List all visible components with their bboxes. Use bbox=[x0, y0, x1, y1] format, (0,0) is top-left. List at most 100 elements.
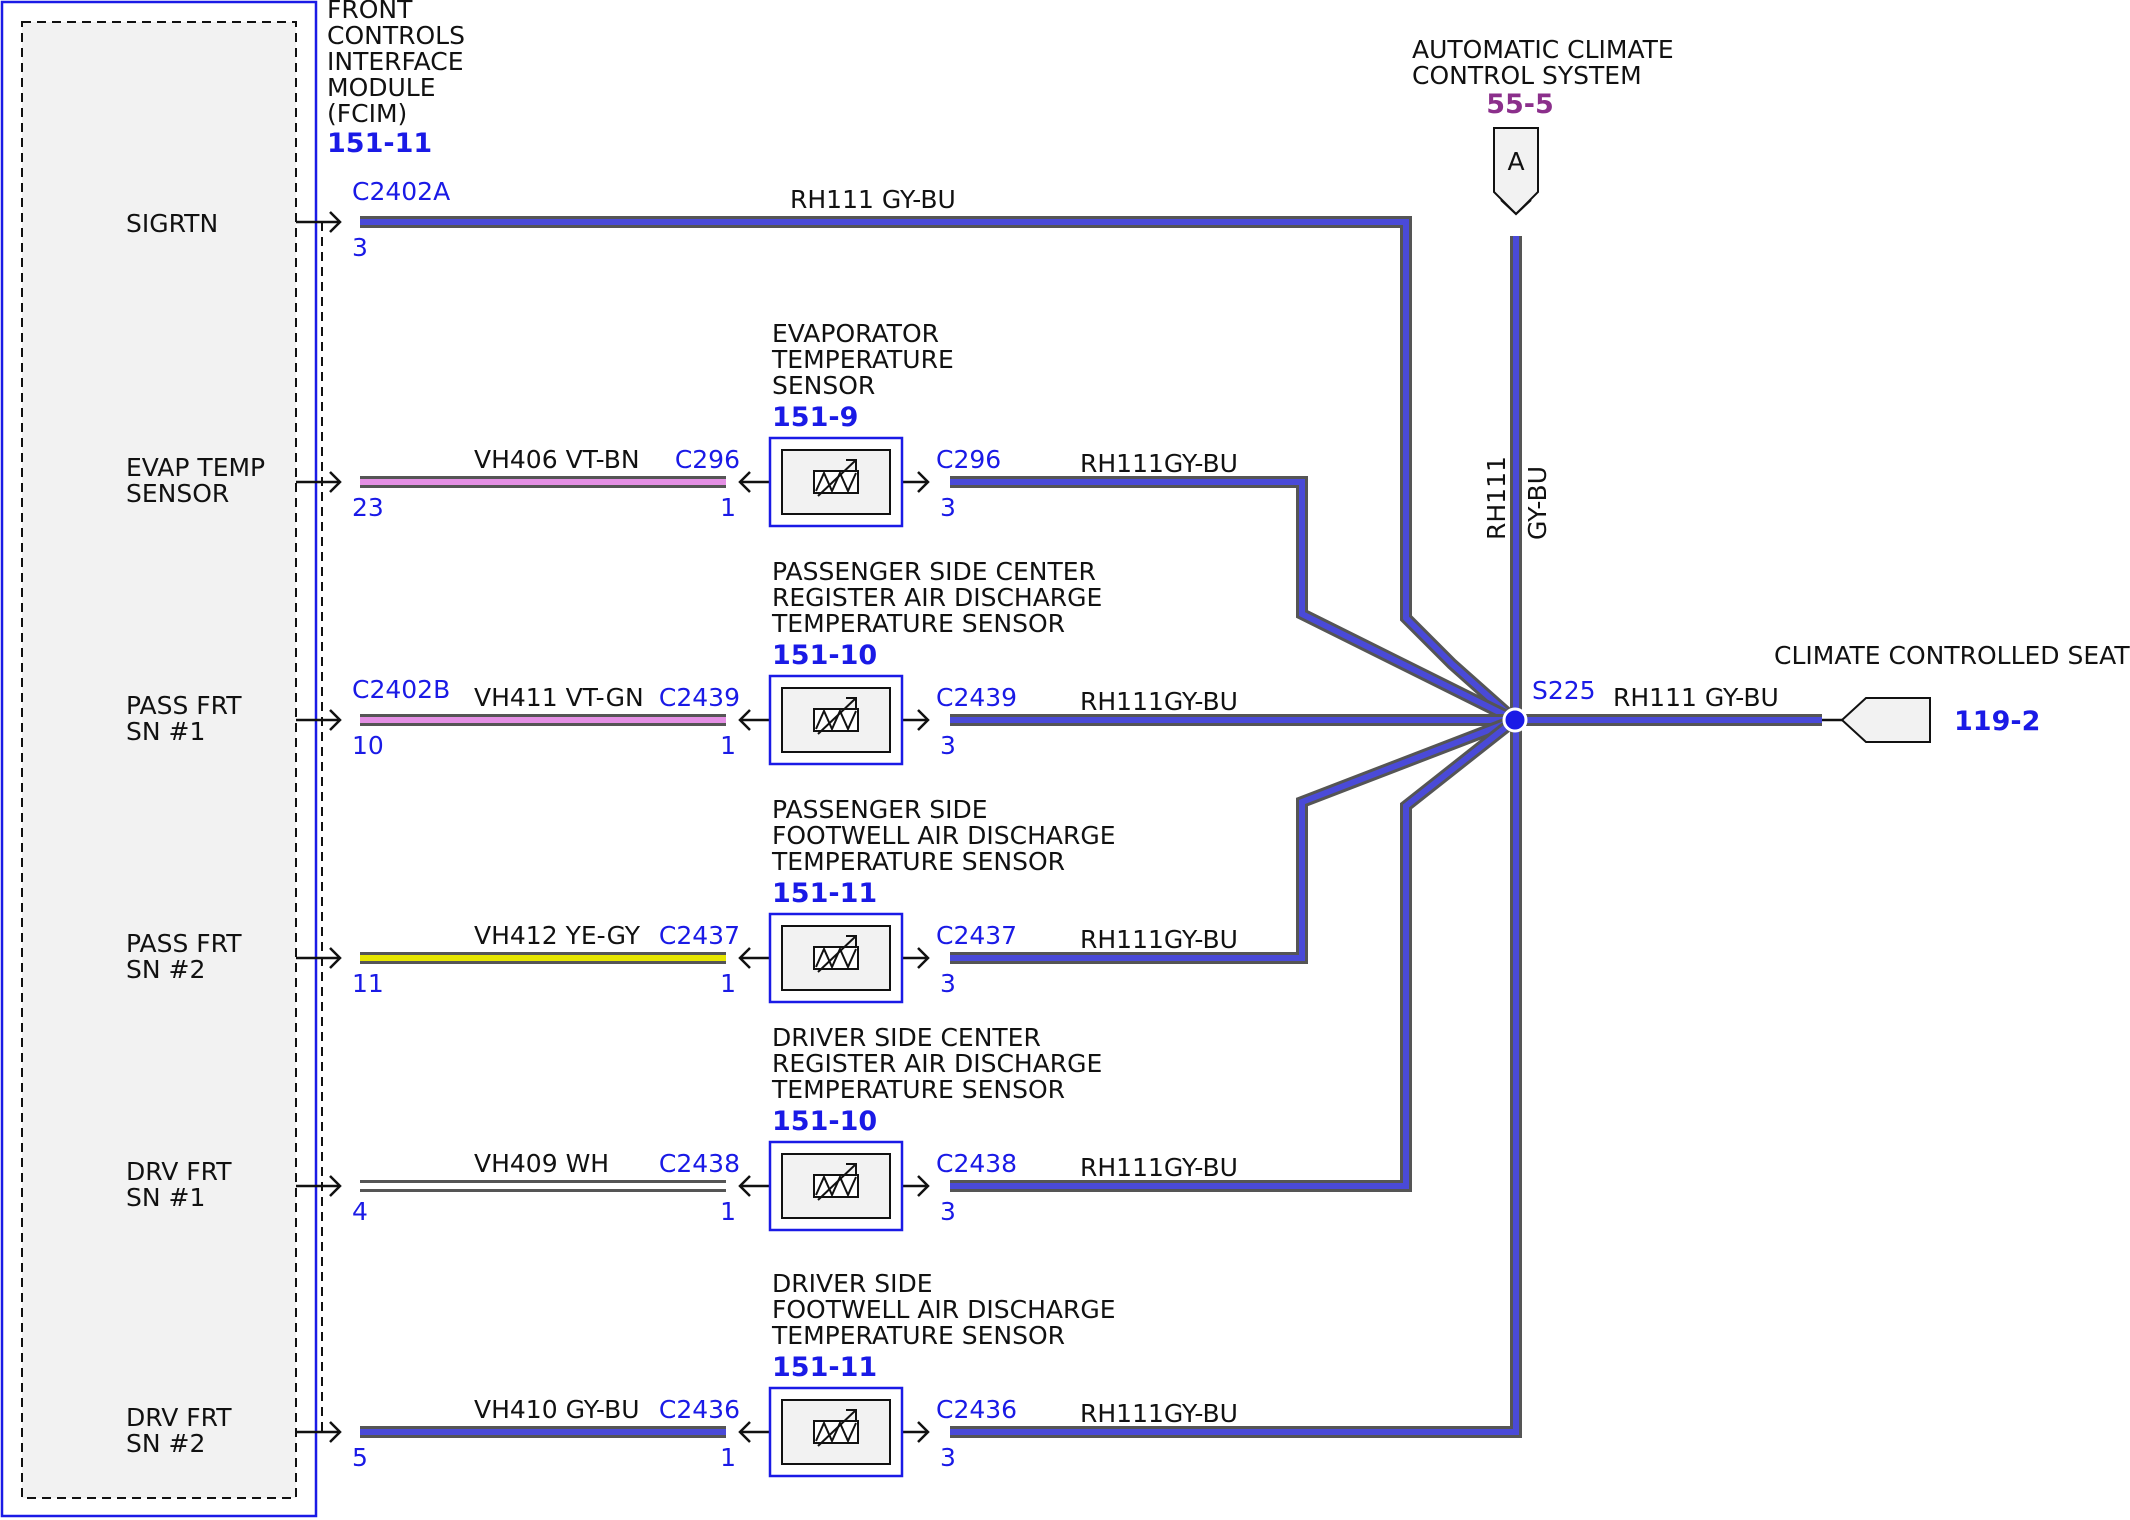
return-circuit: RH111GY-BU bbox=[1080, 687, 1238, 716]
text-line: TEMPERATURE bbox=[771, 345, 954, 374]
variable-arrowhead-icon bbox=[846, 1163, 857, 1174]
sensor-pin-out: 3 bbox=[940, 731, 956, 760]
sensor-pin-in: 1 bbox=[720, 731, 736, 760]
sensor-body bbox=[781, 687, 891, 753]
wire-return-1 bbox=[950, 476, 1518, 726]
variable-arrow-icon bbox=[817, 697, 857, 735]
pin-arrow bbox=[329, 211, 342, 233]
climate-system-ref: 55-5 bbox=[1486, 89, 1554, 120]
sensor-outline bbox=[768, 674, 904, 766]
sensor-ref: 151-9 bbox=[772, 402, 858, 433]
wire-return-1-core bbox=[950, 479, 1517, 723]
variable-arrowhead-icon bbox=[846, 935, 857, 946]
splice-out-circuit: RH111 GY-BU bbox=[1613, 683, 1779, 712]
text-line: PASSENGER SIDE bbox=[772, 795, 988, 824]
splice-node bbox=[1502, 707, 1528, 733]
sigrtn-connector: C2402A bbox=[352, 177, 450, 206]
left-connector: C2402B bbox=[352, 675, 450, 704]
signal-circuit: VH411 VT-GN bbox=[474, 683, 644, 712]
sensor-out-arrow bbox=[917, 947, 930, 969]
signal-circuit: VH412 YE-GY bbox=[474, 921, 641, 950]
variable-arrowhead-icon bbox=[846, 1409, 857, 1420]
fcim-module-ref: 151-11 bbox=[327, 128, 432, 159]
text-line: (FCIM) bbox=[327, 99, 407, 128]
wire-sigrtn-core bbox=[360, 219, 1517, 723]
text-line: CONTROLS bbox=[327, 21, 465, 50]
variable-arrow-icon bbox=[817, 1409, 857, 1447]
pin-arrow bbox=[329, 1175, 342, 1197]
left-pin: 4 bbox=[352, 1197, 368, 1226]
return-circuit: RH111GY-BU bbox=[1080, 925, 1238, 954]
thermistor-zigzag bbox=[815, 1420, 857, 1444]
sensor-outline bbox=[768, 1140, 904, 1232]
variable-arrow-icon bbox=[817, 935, 857, 973]
sensor-out-arrow bbox=[917, 1421, 930, 1443]
thermistor-zigzag bbox=[815, 470, 857, 494]
sensor-connector-out: C2439 bbox=[936, 683, 1017, 712]
sensor-1 bbox=[768, 436, 904, 528]
sensor-out-arrow bbox=[917, 1175, 930, 1197]
seats-title: CLIMATE CONTROLLED SEATS bbox=[1774, 641, 2130, 670]
sensor-3 bbox=[768, 912, 904, 1004]
text-line: EVAP TEMP bbox=[126, 453, 265, 482]
fcim-pin-label: SIGRTN bbox=[126, 209, 218, 238]
pin-arrow bbox=[329, 471, 342, 493]
splice-name: S225 bbox=[1532, 676, 1596, 705]
sensor-ref: 151-10 bbox=[772, 1106, 877, 1137]
sensor-connector-in: C2438 bbox=[659, 1149, 740, 1178]
wire-return-4-core bbox=[950, 717, 1517, 1189]
climate-system-connector-letter: A bbox=[1507, 147, 1524, 176]
sensor-outline bbox=[768, 912, 904, 1004]
pin-arrow bbox=[329, 709, 342, 731]
wire-return-3-core bbox=[950, 717, 1517, 961]
text-line: FOOTWELL AIR DISCHARGE bbox=[772, 1295, 1116, 1324]
thermistor-zigzag bbox=[815, 708, 857, 732]
sensor-pin-out: 3 bbox=[940, 969, 956, 998]
text-line: SENSOR bbox=[772, 371, 875, 400]
sensor-pin-out: 3 bbox=[940, 1443, 956, 1472]
left-pin: 11 bbox=[352, 969, 384, 998]
text-line: TEMPERATURE SENSOR bbox=[771, 1321, 1065, 1350]
sensor-out-arrow bbox=[917, 471, 930, 493]
sensor-connector-in: C2439 bbox=[659, 683, 740, 712]
variable-arrowhead-icon bbox=[846, 697, 857, 708]
sensor-pin-in: 1 bbox=[720, 493, 736, 522]
text-line: SN #1 bbox=[126, 717, 205, 746]
sensor-pin-out: 3 bbox=[940, 1197, 956, 1226]
text-line: TEMPERATURE SENSOR bbox=[771, 847, 1065, 876]
sensor-pin-in: 1 bbox=[720, 1197, 736, 1226]
sensor-connector-in: C2437 bbox=[659, 921, 740, 950]
signal-circuit: VH406 VT-BN bbox=[474, 445, 640, 474]
sensor-connector-out: C296 bbox=[936, 445, 1001, 474]
text-line: DRIVER SIDE CENTER bbox=[772, 1023, 1041, 1052]
wire-climate-vertical bbox=[950, 236, 1522, 1438]
sigrtn-pin: 3 bbox=[352, 233, 368, 262]
sensor-5 bbox=[768, 1386, 904, 1478]
return-circuit: RH111GY-BU bbox=[1080, 1399, 1238, 1428]
text-line: INTERFACE bbox=[327, 47, 464, 76]
pin-arrow bbox=[329, 947, 342, 969]
sensor-connector-out: C2438 bbox=[936, 1149, 1017, 1178]
text-line: MODULE bbox=[327, 73, 436, 102]
thermistor-zigzag bbox=[815, 946, 857, 970]
text-line: DRV FRT bbox=[126, 1157, 232, 1186]
text-line: TEMPERATURE SENSOR bbox=[771, 609, 1065, 638]
sensor-out-arrow bbox=[917, 709, 930, 731]
signal-circuit: VH409 WH bbox=[474, 1149, 609, 1178]
text-line: SIGRTN bbox=[126, 209, 218, 238]
signal-circuit: VH410 GY-BU bbox=[474, 1395, 640, 1424]
sensor-pin-out: 3 bbox=[940, 493, 956, 522]
sensor-outline bbox=[768, 436, 904, 528]
